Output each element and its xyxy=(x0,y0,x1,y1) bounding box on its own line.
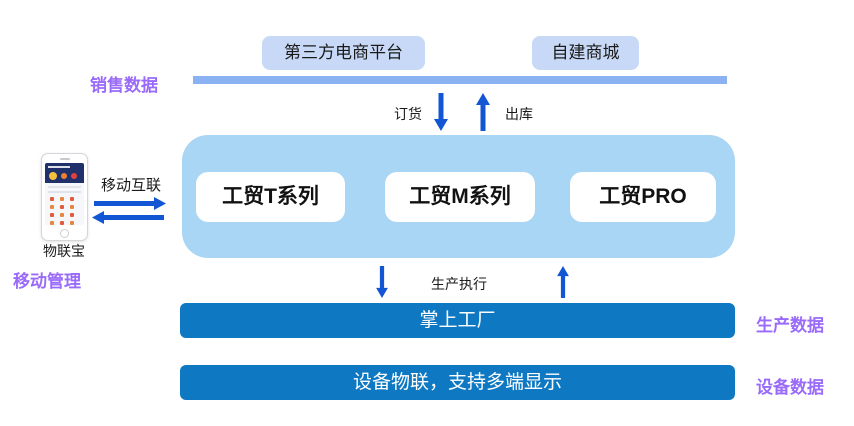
self-built-mall-box: 自建商城 xyxy=(532,36,639,70)
product-box-t-series: 工贸T系列 xyxy=(196,172,345,222)
third-party-ecommerce-box: 第三方电商平台 xyxy=(262,36,425,70)
arrow-left-icon xyxy=(92,211,164,224)
arrow-right-icon xyxy=(94,197,166,210)
device-iot-bar: 设备物联，支持多端显示 xyxy=(180,365,735,400)
mobile-link-label: 移动互联 xyxy=(101,177,162,194)
order-flow-label: 订货 xyxy=(394,106,422,122)
phone-app-grid xyxy=(45,193,84,225)
phone-app-header xyxy=(45,163,84,183)
product-box-pro: 工贸PRO xyxy=(570,172,716,222)
erp-core-container: 工贸T系列 工贸M系列 工贸PRO xyxy=(182,135,735,258)
production-data-label: 生产数据 xyxy=(756,316,824,335)
arrow-up-icon xyxy=(554,266,572,298)
outbound-flow-label: 出库 xyxy=(505,106,533,122)
arrow-down-icon xyxy=(373,266,391,298)
sales-channel-bar xyxy=(193,76,727,84)
production-exec-label: 生产执行 xyxy=(431,276,487,292)
mobile-management-label: 移动管理 xyxy=(13,272,81,291)
arrow-down-icon xyxy=(433,93,449,131)
palm-factory-bar: 掌上工厂 xyxy=(180,303,735,338)
sales-data-label: 销售数据 xyxy=(90,76,158,95)
phone-screen xyxy=(45,163,84,225)
smartphone-icon xyxy=(41,153,88,241)
product-box-m-series: 工贸M系列 xyxy=(385,172,535,222)
phone-home-button xyxy=(60,229,69,238)
device-data-label: 设备数据 xyxy=(756,378,824,397)
phone-speaker xyxy=(59,158,70,160)
iot-app-name-label: 物联宝 xyxy=(43,243,85,259)
arrow-up-icon xyxy=(475,93,491,131)
